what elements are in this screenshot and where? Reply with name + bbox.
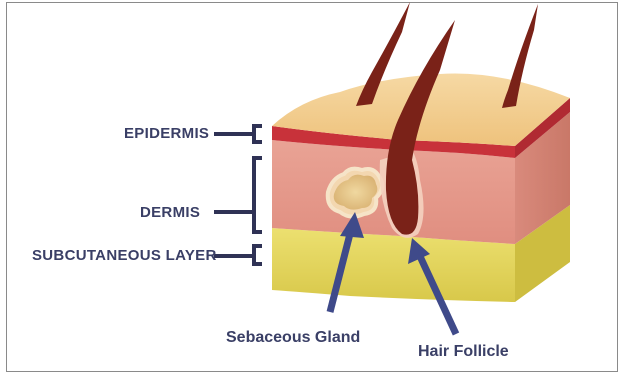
hair-follicle-label: Hair Follicle [418,344,509,360]
epidermis-label: Epidermis [124,126,209,141]
dermis-bracket [214,158,262,232]
subcutaneous-bracket [214,246,262,264]
sebaceous-gland-label: Sebaceous Gland [226,330,360,346]
subcutaneous-layer-label: Subcutaneous Layer [32,248,217,263]
epidermis-bracket [214,126,262,142]
dermis-label: Dermis [140,205,200,220]
